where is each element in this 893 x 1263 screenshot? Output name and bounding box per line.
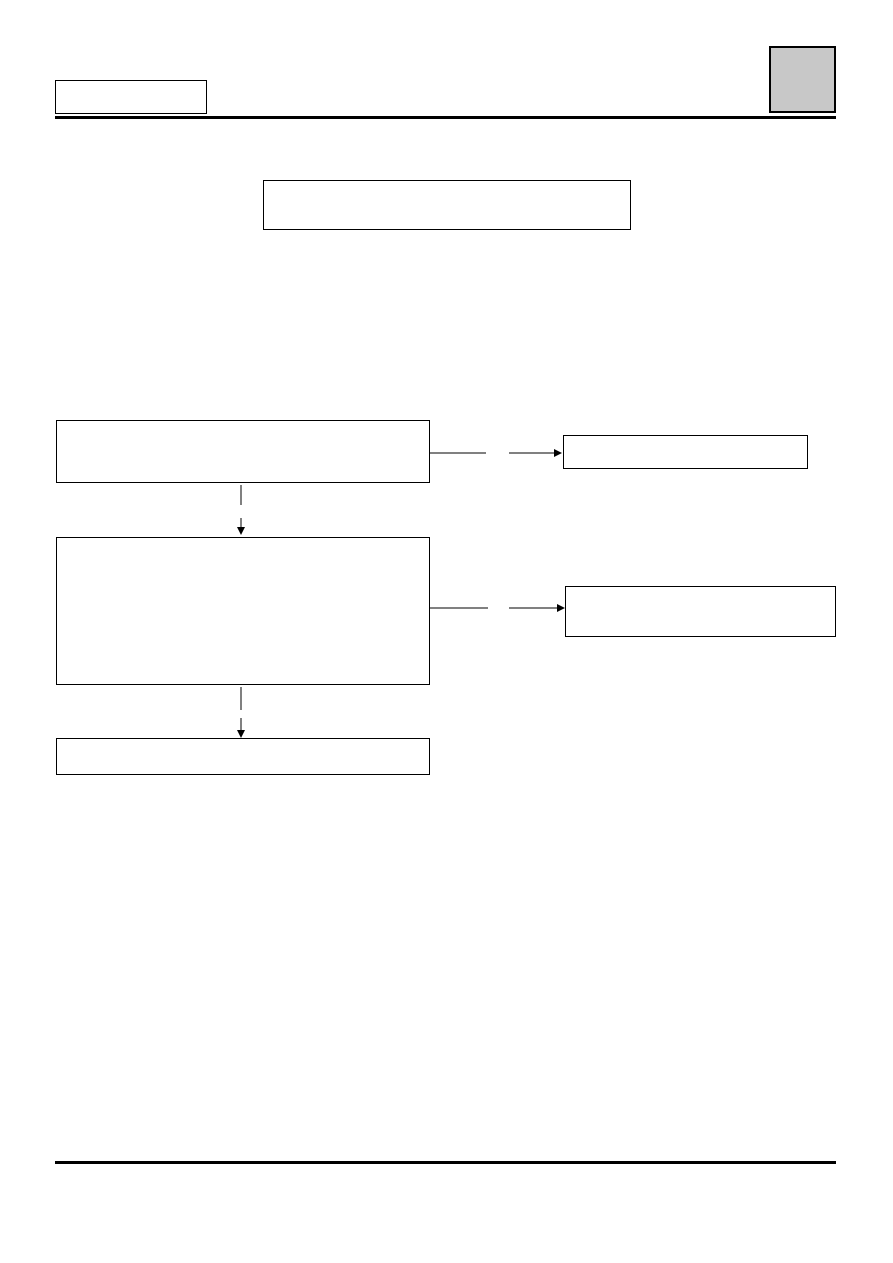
header-label-box — [55, 80, 207, 114]
flowchart-title-box — [263, 180, 631, 230]
step1-box — [56, 420, 430, 483]
header-tab-box — [769, 46, 836, 113]
step2-box — [56, 537, 430, 685]
footer-rule — [55, 1161, 836, 1164]
step3-box — [56, 738, 430, 775]
result1-box — [563, 435, 808, 469]
result2-box — [565, 586, 836, 637]
header-rule — [55, 116, 836, 119]
